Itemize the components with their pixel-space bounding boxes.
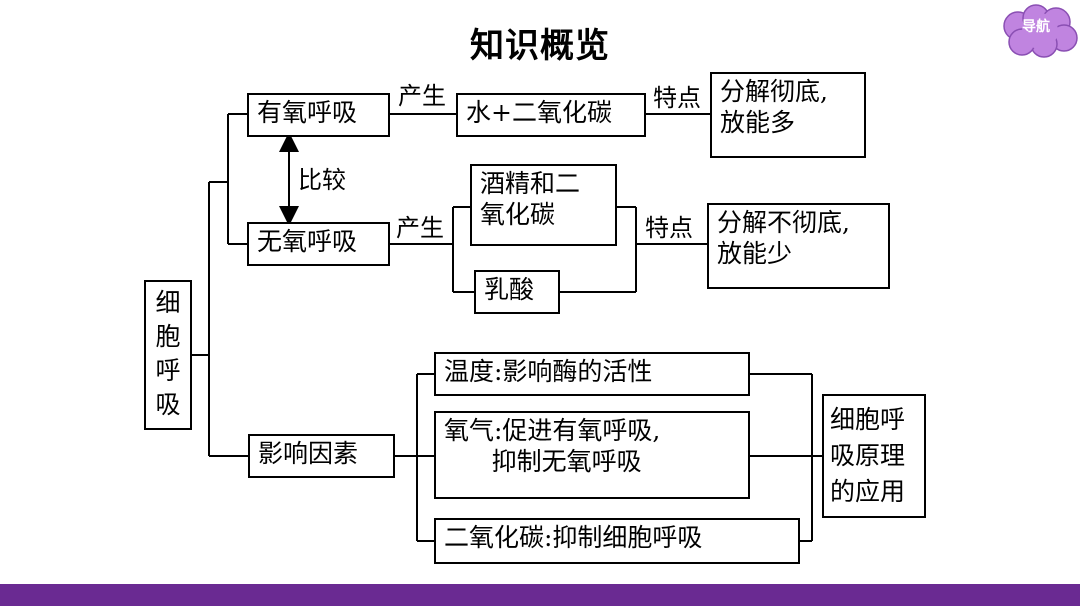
bottom-bar	[0, 584, 1080, 606]
anaerobic-product2-node: 乳酸	[474, 270, 560, 314]
aerobic-product-node: 水+二氧化碳	[456, 93, 646, 137]
anaerobic-node: 无氧呼吸	[247, 222, 390, 266]
factor-temperature-node: 温度:影响酶的活性	[434, 352, 750, 396]
factor-co2-node: 二氧化碳:抑制细胞呼吸	[434, 518, 800, 564]
compare-label: 比较	[298, 166, 346, 194]
application-node: 细胞呼 吸原理 的应用	[822, 394, 926, 518]
page-title: 知识概览	[470, 26, 610, 66]
root-node: 细 胞 呼 吸	[144, 280, 192, 430]
produce-label-aerobic: 产生	[398, 82, 446, 110]
produce-label-anaerobic: 产生	[396, 214, 444, 242]
aerobic-node: 有氧呼吸	[247, 93, 390, 137]
factor-oxygen-node: 氧气:促进有氧呼吸, 抑制无氧呼吸	[434, 411, 750, 499]
nav-button-label[interactable]: 导航	[1022, 19, 1050, 35]
anaerobic-product1-node: 酒精和二 氧化碳	[470, 164, 617, 246]
factors-node: 影响因素	[248, 434, 395, 478]
anaerobic-feature-node: 分解不彻底, 放能少	[707, 203, 890, 289]
feature-label-aerobic: 特点	[653, 84, 701, 112]
aerobic-feature-node: 分解彻底, 放能多	[710, 72, 866, 158]
nav-cloud-icon[interactable]	[998, 4, 1080, 58]
feature-label-anaerobic: 特点	[645, 214, 693, 242]
